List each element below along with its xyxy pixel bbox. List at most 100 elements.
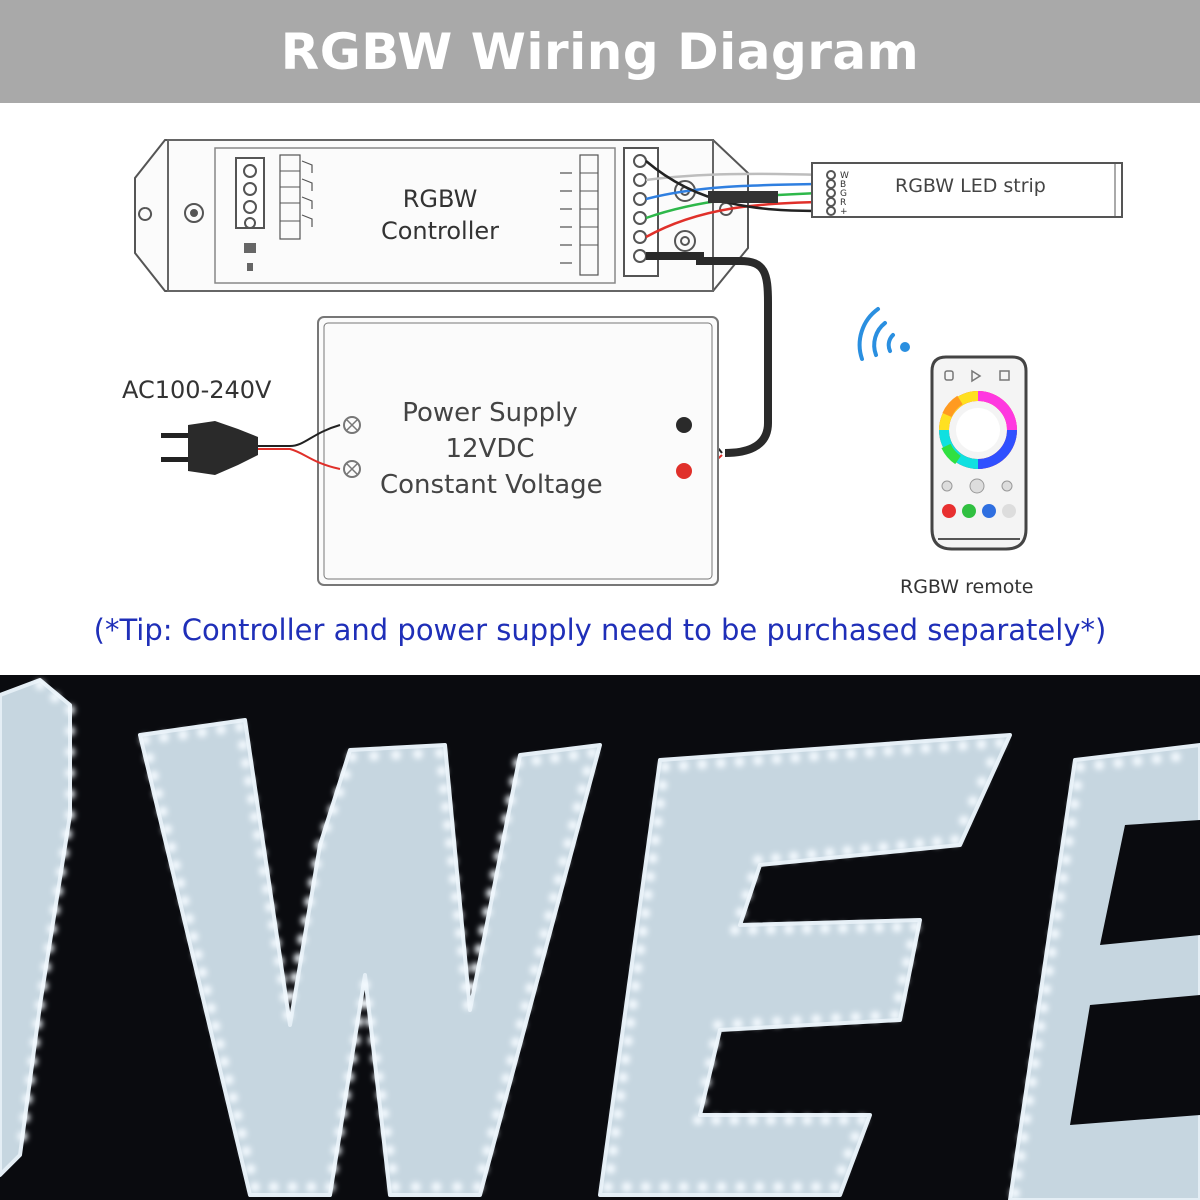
- led-dot: [530, 965, 540, 975]
- led-dot: [735, 1182, 746, 1192]
- led-dot: [747, 1115, 758, 1125]
- led-dot: [766, 924, 776, 935]
- led-dot: [608, 1145, 618, 1156]
- led-dot: [1055, 891, 1066, 902]
- led-dot: [553, 874, 564, 885]
- led-dot: [846, 748, 857, 759]
- led-dot: [287, 1182, 298, 1192]
- led-dot: [1049, 928, 1060, 939]
- led-dot: [642, 889, 653, 900]
- letter-inner-holes: [1070, 820, 1200, 1125]
- page-title: RGBW Wiring Diagram: [280, 22, 920, 81]
- led-dot: [65, 705, 75, 715]
- led-dot: [531, 755, 542, 766]
- led-dot: [290, 972, 301, 983]
- pin-plus: +: [840, 207, 848, 217]
- led-dot: [791, 1015, 802, 1026]
- led-dot: [770, 853, 781, 864]
- led-dot: [1043, 965, 1054, 976]
- led-dot: [856, 922, 866, 933]
- led-dot: [328, 1163, 339, 1174]
- led-dot: [197, 967, 208, 978]
- led-dot: [493, 851, 504, 862]
- led-dot: [347, 1053, 358, 1064]
- led-dot: [827, 750, 838, 760]
- led-dot: [268, 1182, 279, 1192]
- led-dot: [453, 910, 463, 920]
- led-dot: [365, 1016, 376, 1027]
- led-dot: [605, 1163, 616, 1174]
- led-dot: [910, 922, 920, 932]
- led-dot: [1029, 1058, 1040, 1069]
- led-dot: [509, 776, 520, 787]
- led-dot: [452, 1182, 463, 1192]
- illuminated-letters-image: [0, 678, 1200, 1200]
- led-dot: [439, 784, 449, 794]
- led-sign-photo: [0, 675, 1200, 1200]
- led-dot: [838, 1115, 849, 1125]
- led-dot: [792, 1182, 803, 1192]
- led-dot: [466, 981, 477, 992]
- led-dot: [265, 902, 275, 912]
- led-dot: [455, 928, 465, 938]
- led-dot: [62, 829, 72, 839]
- led-dot: [857, 1115, 867, 1125]
- led-dot: [754, 1182, 765, 1192]
- led-dot: [622, 1035, 633, 1046]
- led-dot: [896, 840, 907, 851]
- led-dot: [765, 1115, 776, 1125]
- led-dot: [347, 752, 357, 762]
- led-dot: [711, 1115, 722, 1125]
- diagram-drawing: W B G R +: [134, 139, 1123, 586]
- led-dot: [630, 981, 641, 992]
- led-dot: [950, 835, 960, 845]
- led-dot: [489, 869, 500, 880]
- led-dot: [1069, 799, 1080, 809]
- led-dot: [501, 1073, 512, 1084]
- led-dot: [957, 740, 968, 751]
- led-dot: [245, 1164, 256, 1175]
- led-dot: [640, 908, 651, 919]
- led-dot: [368, 1035, 379, 1046]
- led-dot: [627, 999, 638, 1010]
- led-dot: [842, 845, 853, 856]
- wireless-signal-icon: [857, 307, 910, 361]
- led-dot: [17, 1131, 28, 1142]
- led-dot: [259, 866, 269, 876]
- led-dot: [38, 981, 48, 991]
- led-dot: [65, 789, 75, 799]
- led-dot: [435, 748, 445, 758]
- led-dot: [286, 991, 297, 1002]
- led-dot: [327, 804, 338, 815]
- led-dot: [820, 923, 830, 934]
- led-dot: [693, 1115, 703, 1125]
- led-dot: [511, 1037, 521, 1048]
- led-dot: [44, 943, 54, 953]
- led-dot: [253, 830, 263, 840]
- led-dot: [655, 798, 665, 809]
- led-dot: [482, 906, 493, 917]
- led-dot: [1052, 910, 1063, 921]
- led-dot: [657, 780, 668, 791]
- led-dot: [612, 1109, 623, 1119]
- led-dot: [459, 964, 469, 974]
- led-dot: [995, 738, 1005, 748]
- led-dot: [773, 1182, 784, 1192]
- led-dot: [244, 776, 254, 786]
- led-dot: [894, 992, 904, 1003]
- led-dot: [379, 1108, 390, 1119]
- led-dot: [621, 1182, 632, 1192]
- led-dot: [748, 924, 758, 935]
- power-supply-line1: Power Supply: [402, 398, 578, 428]
- led-dot: [901, 744, 912, 755]
- led-dot: [544, 910, 555, 921]
- pin-w: W: [840, 171, 849, 181]
- led-dot: [520, 1001, 531, 1012]
- led-dot: [216, 724, 226, 735]
- led-dot: [709, 1039, 719, 1049]
- led-dot: [277, 974, 287, 984]
- led-dot: [659, 1182, 670, 1192]
- led-dot: [635, 944, 646, 955]
- led-strip: [811, 162, 1123, 218]
- led-dot: [53, 886, 63, 896]
